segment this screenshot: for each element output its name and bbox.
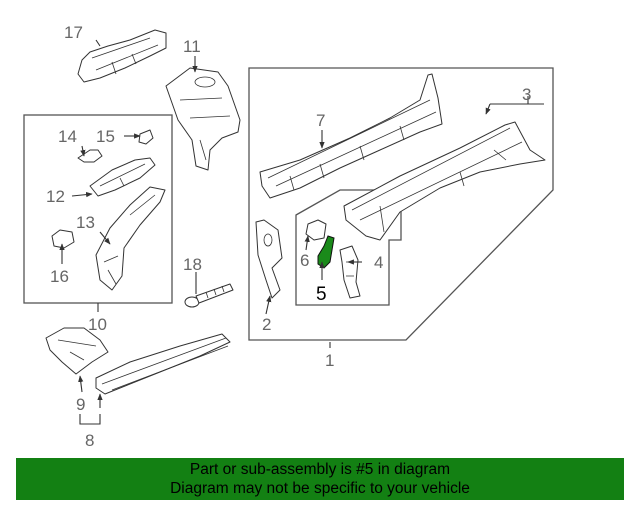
info-banner: Part or sub-assembly is #5 in diagram Di…	[16, 458, 624, 500]
callout-9: 9	[76, 395, 85, 414]
part-17-upper-panel[interactable]	[77, 29, 167, 83]
part-18-bolt[interactable]	[184, 283, 234, 308]
group-frame-1	[248, 67, 554, 341]
part-6-plate[interactable]	[305, 219, 327, 241]
callout-1: 1	[325, 351, 334, 370]
part-7-side-member[interactable]	[259, 73, 443, 199]
callout-8: 8	[85, 431, 94, 450]
callout-17: 17	[64, 23, 83, 42]
part-8-sill-rail[interactable]	[95, 333, 231, 395]
callout-6: 6	[300, 251, 309, 270]
part-4-brace[interactable]	[339, 245, 361, 299]
callout-labels: 17 11 14 15 12 13 16 10 18 7 3 2 6 4 5 1…	[46, 23, 531, 450]
callout-11: 11	[183, 37, 201, 56]
part-3-rail[interactable]	[343, 121, 546, 241]
part-12-reinforcement[interactable]	[89, 157, 156, 197]
group-frame-3	[295, 189, 402, 306]
callout-13: 13	[76, 213, 95, 232]
callout-14: 14	[58, 127, 77, 146]
callout-12: 12	[46, 187, 65, 206]
leader-lines	[59, 39, 544, 425]
callout-16: 16	[50, 267, 69, 286]
part-2-bracket[interactable]	[255, 219, 283, 299]
part-15-bracket[interactable]	[138, 129, 154, 145]
part-5-shape	[317, 235, 335, 269]
callout-18: 18	[183, 255, 202, 274]
callout-2: 2	[262, 315, 271, 334]
part-14-clip[interactable]	[77, 149, 103, 163]
callout-4: 4	[374, 253, 383, 272]
part-9-pan[interactable]	[45, 327, 109, 375]
part-16-bracket[interactable]	[51, 229, 75, 249]
callout-15: 15	[96, 127, 115, 146]
callout-10: 10	[88, 315, 107, 334]
callout-3: 3	[522, 85, 531, 104]
part-13-side-member-lower[interactable]	[95, 186, 166, 291]
banner-line-2: Diagram may not be specific to your vehi…	[170, 480, 470, 497]
banner-line-1: Part or sub-assembly is #5 in diagram	[189, 461, 451, 478]
callout-5: 5	[316, 284, 327, 305]
part-5-highlighted-bracket[interactable]	[317, 235, 335, 269]
callout-7: 7	[316, 111, 325, 130]
part-11-shock-tower[interactable]	[165, 67, 241, 171]
